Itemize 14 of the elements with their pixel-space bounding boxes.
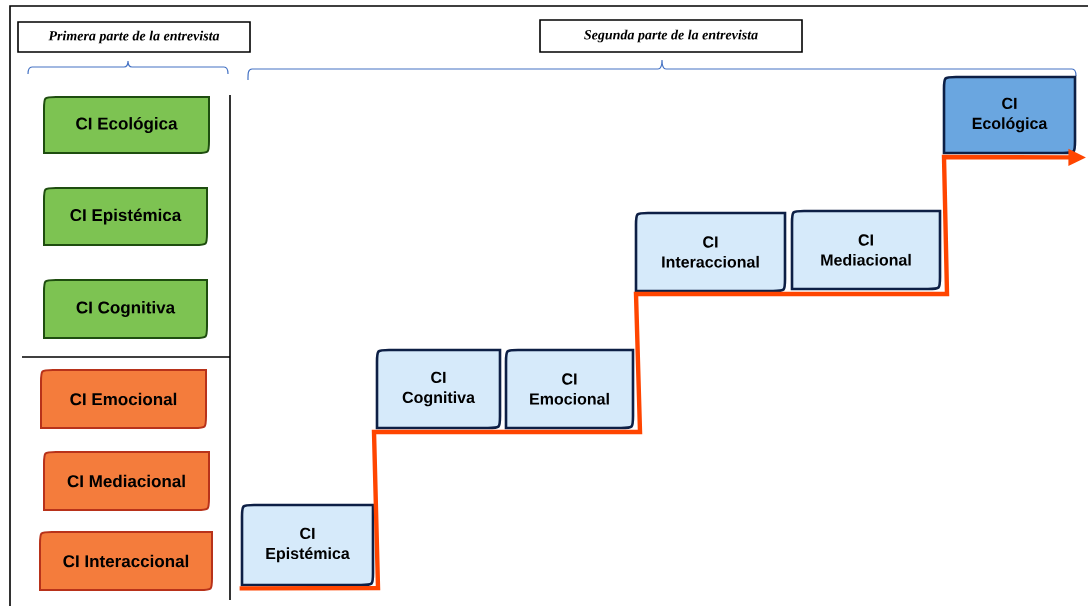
category-box: CI Interaccional xyxy=(634,211,787,293)
heading-box: Primera parte de la entrevista xyxy=(17,21,251,53)
category-box: CI Mediacional xyxy=(43,451,210,511)
category-box: CI Epistémica xyxy=(43,187,208,246)
category-box: CI Ecológica xyxy=(942,75,1077,155)
category-box: CI Emocional xyxy=(504,348,635,430)
category-box: CI Cognitiva xyxy=(43,279,208,339)
category-box: CI Emocional xyxy=(40,369,207,429)
category-box: CI Epistémica xyxy=(240,503,375,587)
heading-box: Segunda parte de la entrevista xyxy=(539,19,803,53)
category-box: CI Ecológica xyxy=(43,96,210,154)
category-box: CI Mediacional xyxy=(790,209,942,291)
category-box: CI Cognitiva xyxy=(375,348,502,430)
category-box: CI Interaccional xyxy=(39,531,213,591)
